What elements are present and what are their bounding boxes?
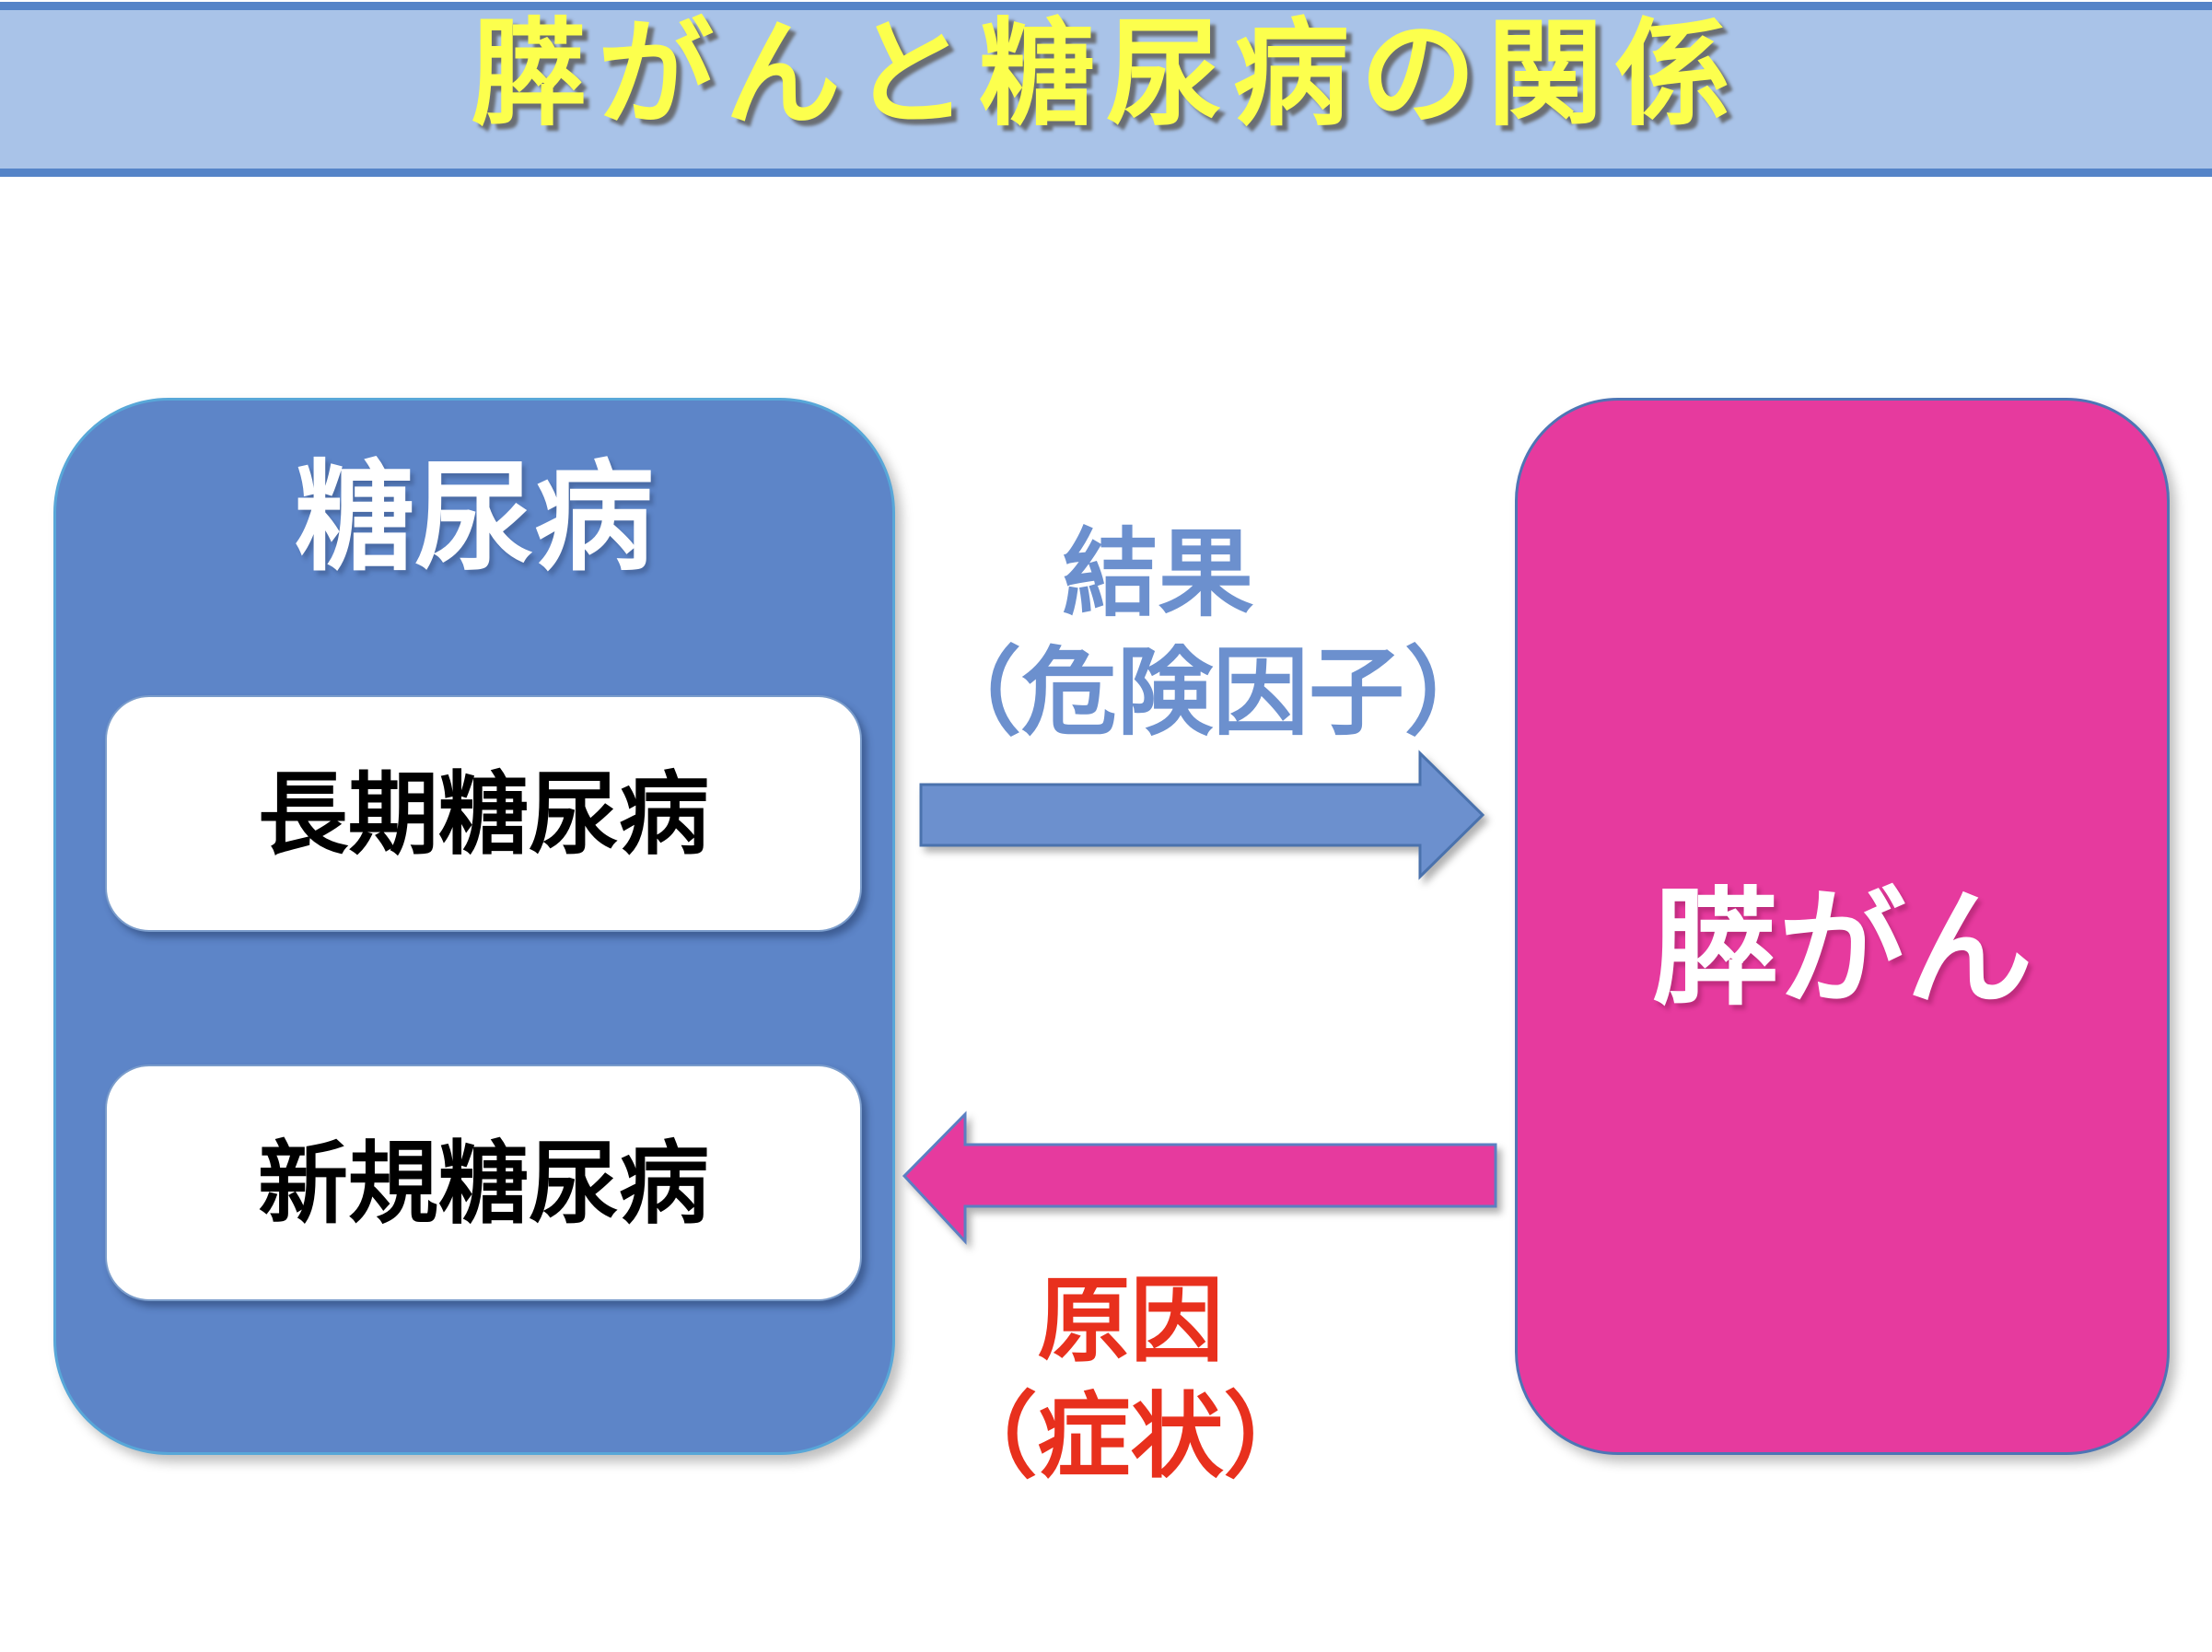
result-arrow-right-icon bbox=[917, 750, 1486, 880]
result-label-line1: 結果 bbox=[1062, 521, 1254, 628]
result-label-line2: （危険因子） bbox=[926, 639, 1501, 747]
slide-title: 膵がんと糖尿病の関係 bbox=[471, 9, 1741, 139]
new-onset-diabetes-box: 新規糖尿病 bbox=[105, 1064, 862, 1301]
pancreatic-cancer-box: 膵がん bbox=[1515, 398, 2170, 1455]
cause-label-line2: （症状） bbox=[944, 1386, 1317, 1490]
pancreatic-cancer-label: 膵がん bbox=[1651, 878, 2033, 1020]
title-banner: 膵がんと糖尿病の関係 bbox=[0, 2, 2212, 177]
cause-arrow-label: 原因 （症状） bbox=[898, 1263, 1363, 1496]
new-onset-diabetes-label: 新規糖尿病 bbox=[257, 1132, 709, 1234]
cause-label-line1: 原因 bbox=[1037, 1270, 1224, 1373]
long-term-diabetes-label: 長期糖尿病 bbox=[257, 762, 709, 865]
long-term-diabetes-box: 長期糖尿病 bbox=[105, 695, 862, 932]
result-arrow-label: 結果 （危険因子） bbox=[926, 516, 1501, 753]
diabetes-box: 糖尿病 長期糖尿病 新規糖尿病 bbox=[53, 398, 895, 1455]
diabetes-box-label: 糖尿病 bbox=[294, 450, 654, 585]
cause-arrow-left-icon bbox=[901, 1111, 1499, 1245]
